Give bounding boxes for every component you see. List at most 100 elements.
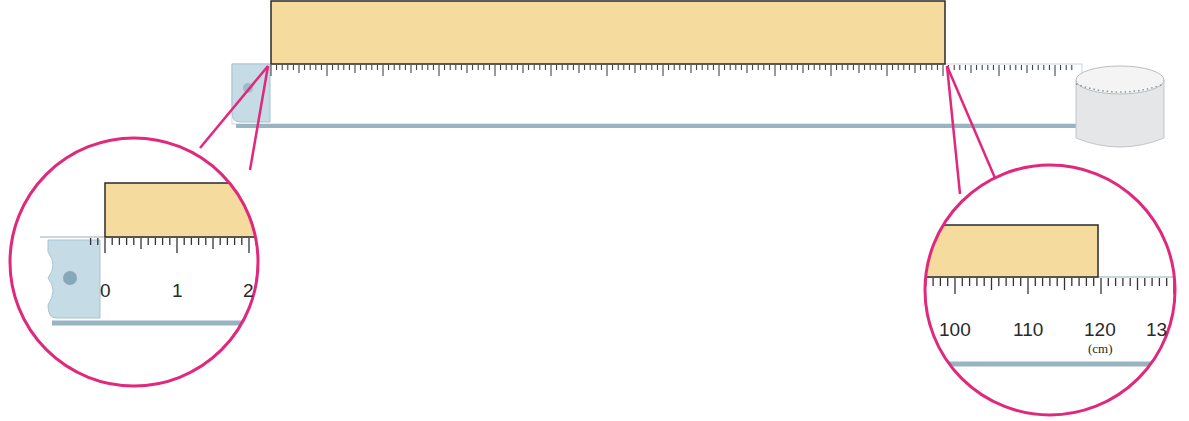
tick-mark: [282, 65, 283, 70]
tick-mark: [987, 65, 988, 70]
tick-mark: [366, 65, 367, 70]
tick-mark: [819, 65, 820, 70]
tick-mark: [903, 65, 904, 70]
tick-mark: [349, 65, 350, 70]
tape-edge: [236, 124, 1082, 128]
tick-mark: [797, 65, 798, 70]
tick-mark: [993, 65, 994, 70]
tick-mark: [511, 65, 512, 70]
tick-mark: [831, 65, 832, 76]
tick-mark: [483, 65, 484, 70]
tick-mark: [1086, 278, 1087, 286]
tick-mark: [618, 65, 619, 70]
tick-mark: [998, 278, 999, 286]
tick-mark: [646, 65, 647, 70]
tick-mark: [769, 65, 770, 70]
tick-mark: [299, 65, 300, 73]
tick-mark: [377, 65, 378, 70]
leader-line: [200, 66, 268, 148]
tick-mark: [472, 65, 473, 70]
tick-mark: [775, 65, 776, 76]
tick-mark: [932, 278, 933, 286]
tick-mark: [1035, 278, 1036, 286]
tick-mark: [984, 278, 985, 286]
tick-mark: [332, 65, 333, 70]
tick-mark: [399, 65, 400, 70]
tick-mark: [551, 65, 552, 76]
tick-mark: [97, 238, 98, 245]
tick-mark: [971, 65, 972, 73]
tick-mark: [940, 278, 941, 286]
tick-mark: [674, 65, 675, 70]
wooden-board: [271, 1, 945, 64]
tick-mark: [918, 278, 919, 290]
tick-mark: [584, 65, 585, 70]
tick-mark: [735, 65, 736, 70]
tick-mark: [808, 65, 809, 70]
tick-mark: [287, 65, 288, 70]
scale-number: 1: [172, 281, 183, 300]
tick-mark: [965, 65, 966, 70]
tick-mark: [140, 238, 141, 249]
tick-mark: [752, 65, 753, 70]
tick-mark: [220, 238, 221, 245]
tick-mark: [892, 65, 893, 70]
tick-mark: [573, 65, 574, 70]
tick-mark: [976, 65, 977, 70]
tick-mark: [461, 65, 462, 70]
tick-mark: [640, 65, 641, 70]
tape-tab: [48, 240, 100, 318]
tick-mark: [277, 238, 278, 245]
tick-mark: [691, 65, 692, 73]
tick-mark: [405, 65, 406, 70]
tick-mark: [155, 238, 156, 245]
tick-mark: [444, 65, 445, 70]
tick-mark: [169, 238, 170, 245]
tick-mark: [1042, 278, 1043, 286]
scale-number: 110: [1013, 320, 1043, 339]
tick-mark: [903, 278, 904, 286]
tick-mark: [371, 65, 372, 70]
tick-mark: [1071, 65, 1072, 70]
tick-mark: [763, 65, 764, 70]
tick-mark: [713, 65, 714, 70]
tick-mark: [1066, 65, 1067, 70]
tick-mark: [1021, 65, 1022, 70]
tick-mark: [803, 65, 804, 73]
tick-mark: [545, 65, 546, 70]
tick-mark: [590, 65, 591, 70]
tape-body: [232, 64, 1082, 124]
tick-mark: [355, 65, 356, 73]
tick-mark: [310, 65, 311, 70]
tick-mark: [234, 238, 235, 245]
tick-mark: [875, 65, 876, 70]
tick-mark: [623, 65, 624, 70]
tick-mark: [1015, 65, 1016, 70]
tick-mark: [747, 65, 748, 73]
tick-mark: [212, 238, 213, 249]
tick-mark: [478, 65, 479, 70]
tick-mark: [411, 65, 412, 73]
tape-ticks: [897, 278, 1189, 294]
tick-mark: [112, 238, 113, 245]
tick-mark: [104, 238, 105, 253]
tick-mark: [489, 65, 490, 70]
unit-label: (cm): [1088, 342, 1113, 355]
tick-mark: [467, 65, 468, 73]
tick-mark: [612, 65, 613, 70]
tick-mark: [786, 65, 787, 70]
tick-mark: [937, 65, 938, 70]
tick-mark: [450, 65, 451, 70]
tick-mark: [962, 278, 963, 286]
tick-mark: [657, 65, 658, 70]
wooden-board: [105, 183, 285, 237]
tick-mark: [999, 65, 1000, 76]
tick-mark: [1004, 65, 1005, 70]
tick-mark: [1078, 278, 1079, 286]
tick-mark: [758, 65, 759, 70]
tick-mark: [1122, 278, 1123, 286]
tick-mark: [915, 65, 916, 73]
tick-mark: [959, 65, 960, 70]
tick-mark: [607, 65, 608, 76]
